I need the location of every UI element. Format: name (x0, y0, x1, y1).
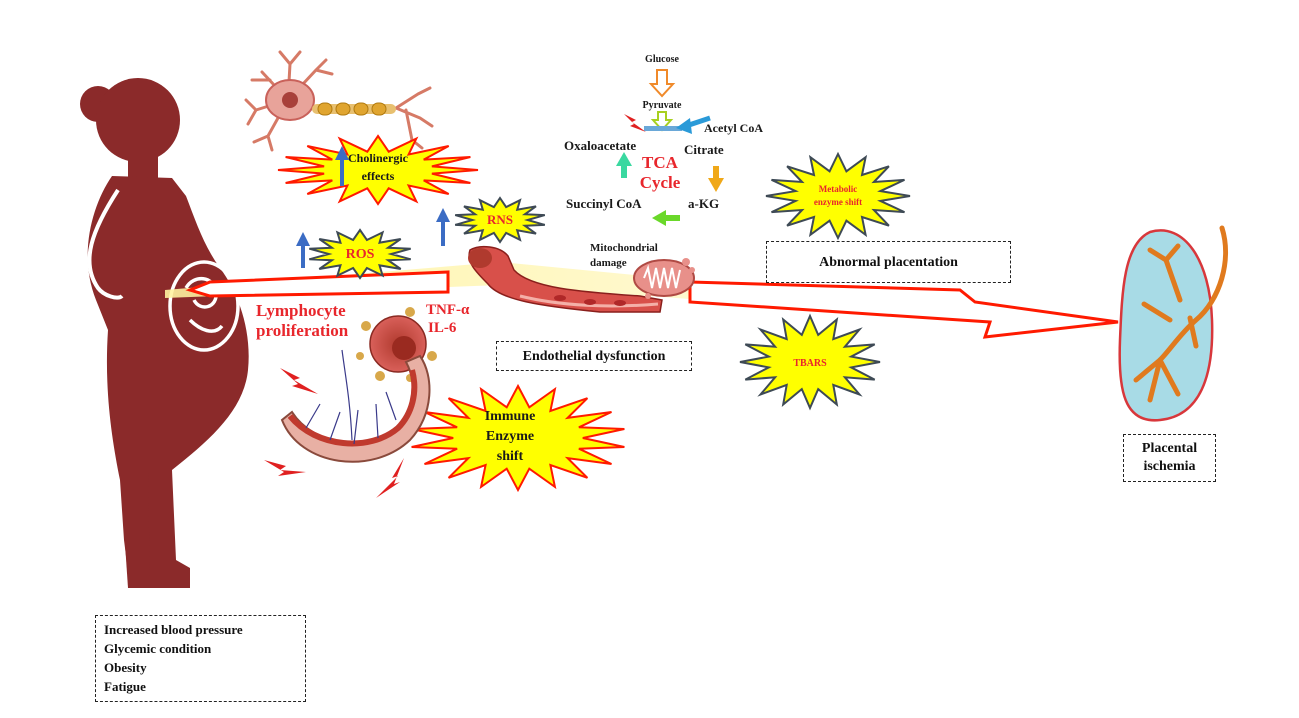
succinyl-coa-label: Succinyl CoA (566, 196, 642, 211)
pregnant-woman-silhouette (80, 78, 249, 588)
abnormal-placentation-text: Abnormal placentation (819, 255, 958, 270)
mito-label-line1: Mitochondrial (590, 242, 658, 254)
bursts-layer (277, 134, 911, 493)
rns-label: RNS (487, 212, 513, 227)
lymphocyte-label-line1: Lymphocyte (256, 301, 346, 320)
neuron-icon (244, 50, 434, 152)
lymphocyte-label-line2: proliferation (256, 321, 349, 340)
endothelial-dysfunction-box: Endothelial dysfunction (496, 341, 692, 371)
symptom-item: Increased blood pressure (104, 622, 243, 637)
abnormal-placentation-box: Abnormal placentation (766, 241, 1011, 283)
down-arrow-icon (648, 69, 676, 98)
symptom-item: Obesity (104, 660, 147, 675)
il6-label: IL-6 (428, 320, 457, 336)
glucose-label: Glucose (645, 54, 679, 65)
pyruvate-label: Pyruvate (643, 100, 682, 111)
lightning-icon (264, 460, 306, 476)
up-arrow-icon (436, 208, 450, 246)
metabolic-burst (765, 151, 911, 241)
tca-title-line2: Cycle (640, 173, 681, 192)
oxaloacetate-label: Oxaloacetate (564, 138, 636, 153)
lightning-icon (376, 458, 404, 498)
tbars-burst (739, 313, 881, 411)
symptom-item: Glycemic condition (104, 641, 212, 656)
left-arrow-icon (676, 115, 711, 134)
down-arrow-icon (650, 111, 674, 132)
ros-burst (309, 228, 411, 280)
cycle-arrow-icon (652, 210, 680, 226)
symptom-item: Fatigue (104, 679, 146, 694)
metabolic-label-line1: Metabolic (819, 184, 858, 194)
arrow-to-fetus (185, 270, 450, 298)
symptoms-box: Increased blood pressure Glycemic condit… (95, 615, 306, 702)
immune-label-line3: shift (497, 449, 524, 464)
cholinergic-label-line1: Cholinergic (348, 151, 409, 165)
mito-label-line2: damage (590, 257, 627, 269)
blood-vessel-icon (468, 245, 663, 313)
placenta-icon (1118, 225, 1228, 422)
immune-label-line2: Enzyme (486, 429, 534, 444)
up-arrow-icon (335, 146, 349, 186)
placental-tissue-icon (280, 349, 431, 463)
tbars-label: TBARS (793, 358, 827, 369)
placental-ischemia-line2: ischemia (1143, 459, 1196, 474)
placental-ischemia-line1: Placental (1141, 441, 1198, 456)
lightning-icon (624, 114, 646, 132)
immune-label-line1: Immune (485, 409, 536, 424)
tnf-label: TNF-α (426, 302, 470, 318)
metabolic-label-line2: enzyme shift (814, 197, 862, 207)
up-arrow-icon (296, 232, 310, 268)
cholinergic-burst (277, 134, 479, 206)
lightning-icon (280, 368, 318, 394)
mitochondrion-icon (633, 258, 695, 299)
rns-burst (454, 196, 546, 244)
a-kg-label: a-KG (688, 196, 719, 211)
pyruvate-bar (644, 126, 682, 131)
arrow-to-placenta (688, 280, 1119, 339)
cholinergic-label-line2: effects (362, 169, 395, 183)
citrate-label: Citrate (684, 142, 724, 157)
endothelial-dysfunction-text: Endothelial dysfunction (522, 349, 666, 364)
placental-ischemia-box: Placental ischemia (1123, 434, 1216, 482)
ros-label: ROS (346, 247, 375, 262)
arm-outline (87, 188, 124, 300)
tca-title-line1: TCA (642, 153, 679, 172)
cycle-arrow-icon (708, 166, 724, 192)
tca-cycle: Glucose Pyruvate Acetyl CoA Oxaloacetate… (564, 54, 763, 226)
cycle-arrow-icon (616, 152, 632, 178)
acetyl-coa-label: Acetyl CoA (704, 121, 763, 135)
